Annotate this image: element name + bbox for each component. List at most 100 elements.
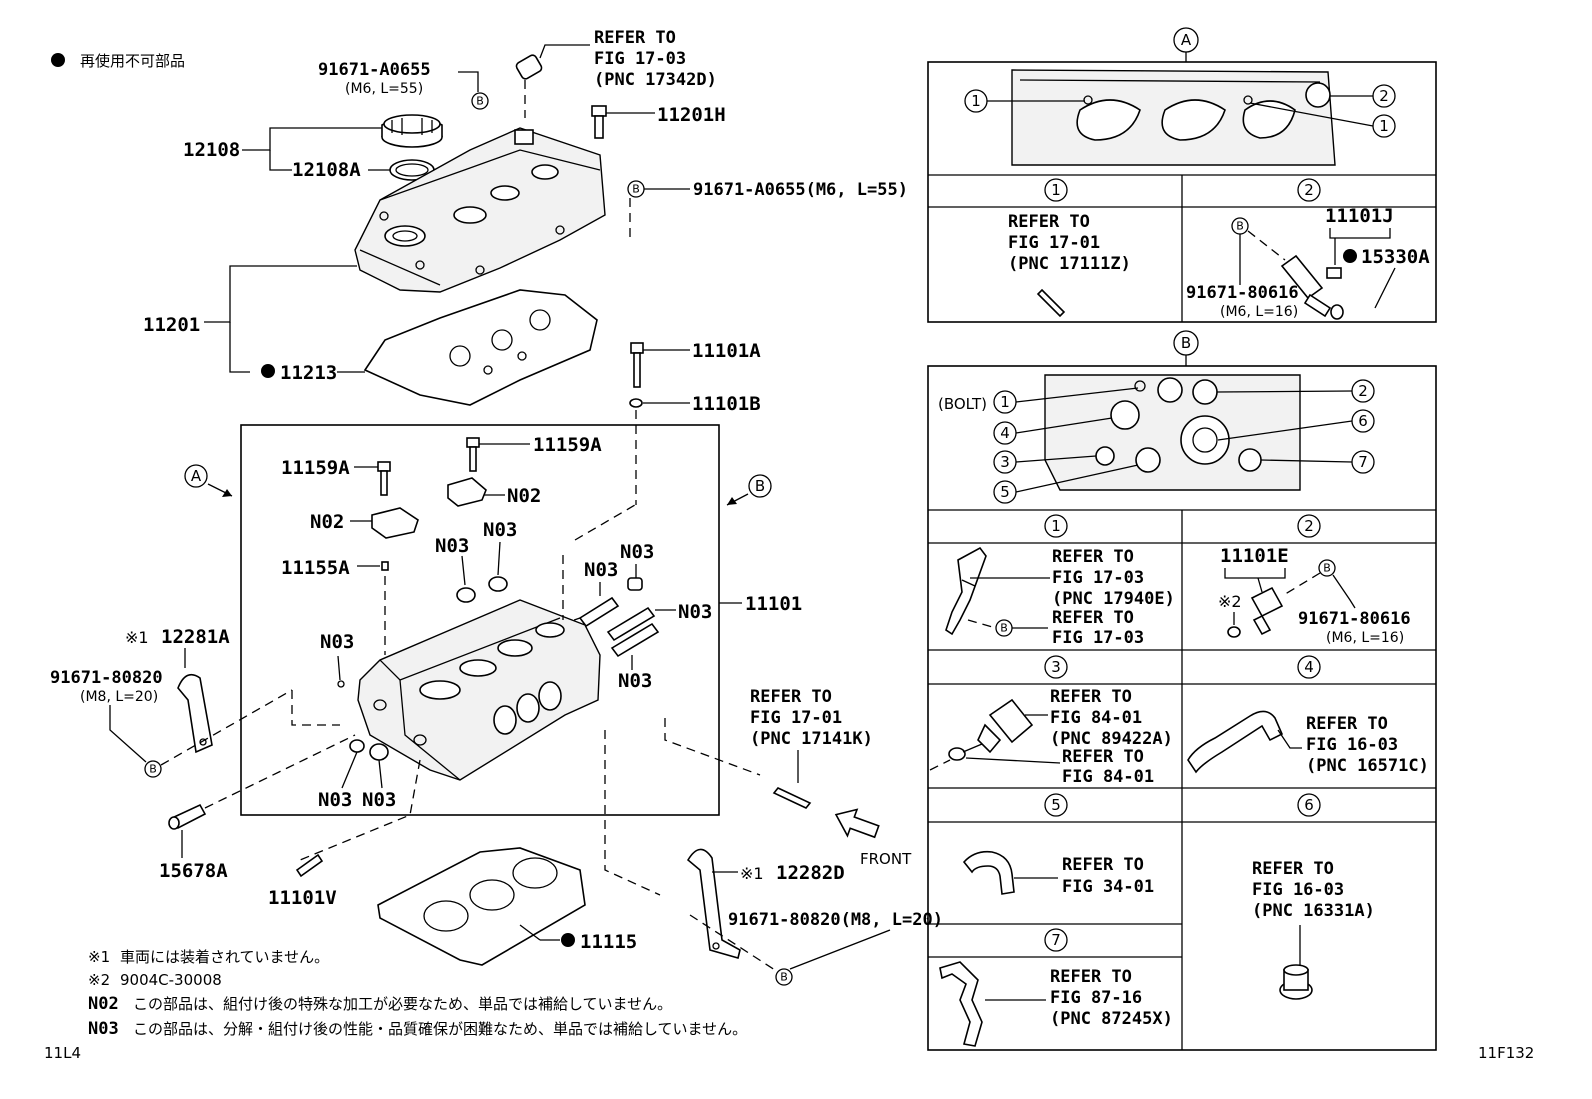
tube-group-n03 <box>559 596 660 658</box>
seal-n03-a <box>456 587 476 603</box>
panel-b-cell-4-head: 4 <box>1304 658 1314 676</box>
temperature-sensor <box>948 698 1034 761</box>
hose-icon <box>962 850 1015 895</box>
panel-a-cell-1-line-1: REFER TO <box>1008 212 1090 232</box>
bolt-11159a-left <box>377 461 391 496</box>
panel-a-cell-1-head: 1 <box>1051 181 1061 199</box>
note-1-text: 車両には装着されていません。 <box>120 948 329 966</box>
stud-bolt <box>772 787 812 809</box>
seal-n03-d <box>627 577 643 591</box>
panel-b-cell-6-head: 6 <box>1304 796 1314 814</box>
panel-b-marker-3: 3 <box>1000 453 1010 471</box>
washer-11101b <box>629 398 643 408</box>
label-11101: 11101 <box>745 593 802 615</box>
oil-filler-cap <box>381 114 443 181</box>
corner-code-right: 11F132 <box>1478 1044 1534 1062</box>
panel-a-cell-2-part-3-spec: (M6, L=16) <box>1220 304 1298 320</box>
label-n03-f: N03 <box>618 670 652 692</box>
label-11201: 11201 <box>143 314 200 336</box>
panel-b-cell-6-line-1: REFER TO <box>1252 859 1334 879</box>
note-3-text: この部品は、組付け後の特殊な加工が必要なため、単品では補給していません。 <box>133 995 672 1013</box>
bolt-11101a <box>630 342 644 388</box>
panel-b-cell-3-head: 3 <box>1051 658 1061 676</box>
panel-b-cell-1-line-1: REFER TO <box>1052 547 1134 567</box>
label-n03-a: N03 <box>435 535 469 557</box>
label-n03-i: N03 <box>362 789 396 811</box>
note-2-mark: ※2 <box>88 971 110 989</box>
panel-b-cell-6-line-2: FIG 16-03 <box>1252 880 1344 900</box>
corner-code-left: 11L4 <box>44 1044 81 1062</box>
panel-a-marker-2: 2 <box>1379 87 1389 105</box>
bolt-ref-b-icon: B <box>632 183 640 196</box>
label-11101v: 11101V <box>268 887 337 909</box>
panel-b-cell-4-line-2: FIG 16-03 <box>1306 735 1398 755</box>
cylinder-head-assembly-box <box>240 424 720 816</box>
label-91671-a0655-top-spec: (M6, L=55) <box>345 81 423 97</box>
label-11101a: 11101A <box>692 340 761 362</box>
bolt-ref-b-icon: B <box>476 95 484 108</box>
panel-b-cell-1-head: 1 <box>1051 517 1061 535</box>
bolt-11159a-right <box>466 437 480 472</box>
label-12281a: 12281A <box>161 626 230 648</box>
bolt-ref-b-icon: B <box>780 971 788 984</box>
seal-n03-i <box>369 743 389 761</box>
panel-b-marker-7: 7 <box>1358 453 1368 471</box>
label-91671-80820-left: 91671-80820 <box>50 668 163 688</box>
panel-b-cell-7-line-1: REFER TO <box>1050 967 1132 987</box>
label-n03-c: N03 <box>584 559 618 581</box>
refer-top-3: (PNC 17342D) <box>594 70 717 90</box>
label-91671-80820-left-spec: (M8, L=20) <box>80 689 158 705</box>
panel-b-cell-5-line-1: REFER TO <box>1062 855 1144 875</box>
legend-text: 再使用不可部品 <box>80 52 185 70</box>
panel-b-head-view <box>1044 374 1301 491</box>
refer-mid-3: (PNC 17141K) <box>750 729 873 749</box>
panel-a-cell-2-part-1: 11101J <box>1325 205 1394 227</box>
front-label: FRONT <box>860 850 912 868</box>
plug-n03-g <box>337 680 345 688</box>
panel-b-cell-7-head: 7 <box>1051 931 1061 949</box>
panel-a-title: A <box>1181 31 1192 49</box>
panel-b-cell-3-line-1: REFER TO <box>1050 687 1132 707</box>
non-reusable-dot-icon <box>561 933 575 947</box>
panel-b-cell-2-spec: (M6, L=16) <box>1326 630 1404 646</box>
panel-b-cell-2-part-1: 11101E <box>1220 545 1289 567</box>
panel-b-marker-6: 6 <box>1358 412 1368 430</box>
label-n03-e: N03 <box>678 601 712 623</box>
engine-hanger-12281a <box>177 673 213 754</box>
panel-b-cell-2-mark: ※2 <box>1218 592 1242 611</box>
engine-hanger-12282d <box>686 848 741 959</box>
label-12108: 12108 <box>183 139 240 161</box>
stud-11101v <box>295 853 324 878</box>
front-arrow-icon <box>834 808 880 839</box>
seal-n03-b <box>488 576 508 592</box>
mark-1-a: ※1 <box>125 628 149 647</box>
thermostat-icon <box>1279 964 1313 1000</box>
panel-b-marker-5: 5 <box>1000 483 1010 501</box>
panel-a-marker-1: 1 <box>971 92 981 110</box>
panel-b-title: B <box>1181 334 1191 352</box>
note-2-text: 9004C-30008 <box>120 971 222 989</box>
non-reusable-dot-icon <box>51 53 65 67</box>
panel-b-bolt-label: (BOLT) <box>938 395 987 413</box>
note-4-text: この部品は、分解・組付け後の性能・品質確保が困難なため、単品では補給していません… <box>133 1020 747 1038</box>
bolt-11201h <box>591 105 607 139</box>
label-11159a-left: 11159A <box>281 457 350 479</box>
label-91671-a0655-top: 91671-A0655 <box>318 60 431 80</box>
panel-b-cell-1-line-2: FIG 17-03 <box>1052 568 1144 588</box>
label-15678a: 15678A <box>159 860 228 882</box>
oil-control-valve <box>1280 254 1344 320</box>
label-11101b: 11101B <box>692 393 761 415</box>
panel-a-cell-1-line-2: FIG 17-01 <box>1008 233 1100 253</box>
panel-b-cell-3-line-5: FIG 84-01 <box>1062 767 1154 787</box>
panel-b-cell-7-line-2: FIG 87-16 <box>1050 988 1142 1008</box>
label-12108a: 12108A <box>292 159 361 181</box>
seal-n03-h <box>349 739 365 753</box>
refer-mid-2: FIG 17-01 <box>750 708 842 728</box>
panel-b-cell-4-line-1: REFER TO <box>1306 714 1388 734</box>
label-n03-d: N03 <box>620 541 654 563</box>
panel-a-cell-1-line-3: (PNC 17111Z) <box>1008 254 1131 274</box>
label-11201h: 11201H <box>657 104 726 126</box>
panel-a-cell-2-head: 2 <box>1304 181 1314 199</box>
